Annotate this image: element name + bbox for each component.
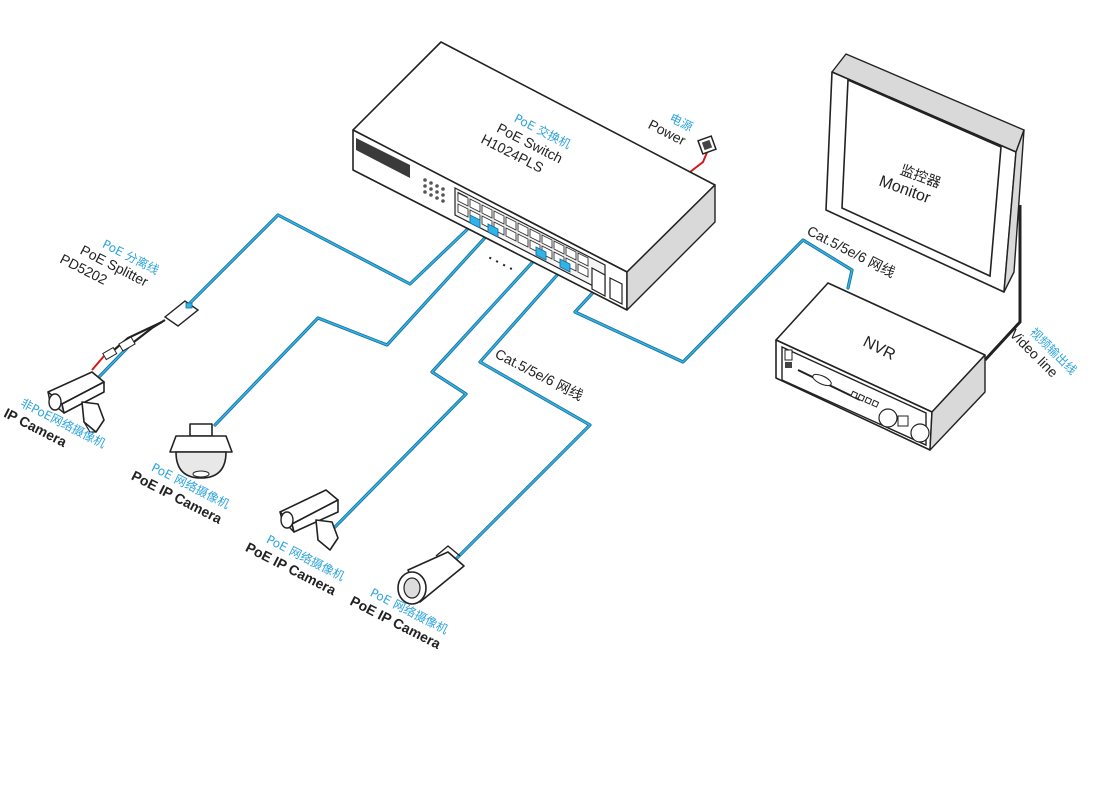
switch-ports <box>457 192 589 278</box>
cable-splitter <box>187 213 478 306</box>
box-camera-icon <box>279 489 339 551</box>
poe-splitter <box>91 300 200 371</box>
cable-nvr <box>573 238 854 364</box>
power-cable <box>689 135 717 173</box>
ip-camera-icon <box>47 371 105 433</box>
cable-bullet-camera <box>453 263 592 562</box>
dome-camera-icon <box>169 423 233 479</box>
poe-switch <box>352 41 716 311</box>
cable-dome-camera <box>213 228 494 427</box>
video-line-label: 视频输出线 Video line <box>1007 324 1081 380</box>
video-output-line <box>983 205 1022 362</box>
bullet-camera-icon <box>397 545 465 605</box>
monitor <box>825 53 1025 293</box>
nvr <box>775 282 986 451</box>
power-label: 电源 Power <box>646 111 695 149</box>
splitter-label: PoE 分离线 PoE Splitter PD5202 <box>58 236 162 290</box>
cable-box-camera <box>330 251 543 532</box>
